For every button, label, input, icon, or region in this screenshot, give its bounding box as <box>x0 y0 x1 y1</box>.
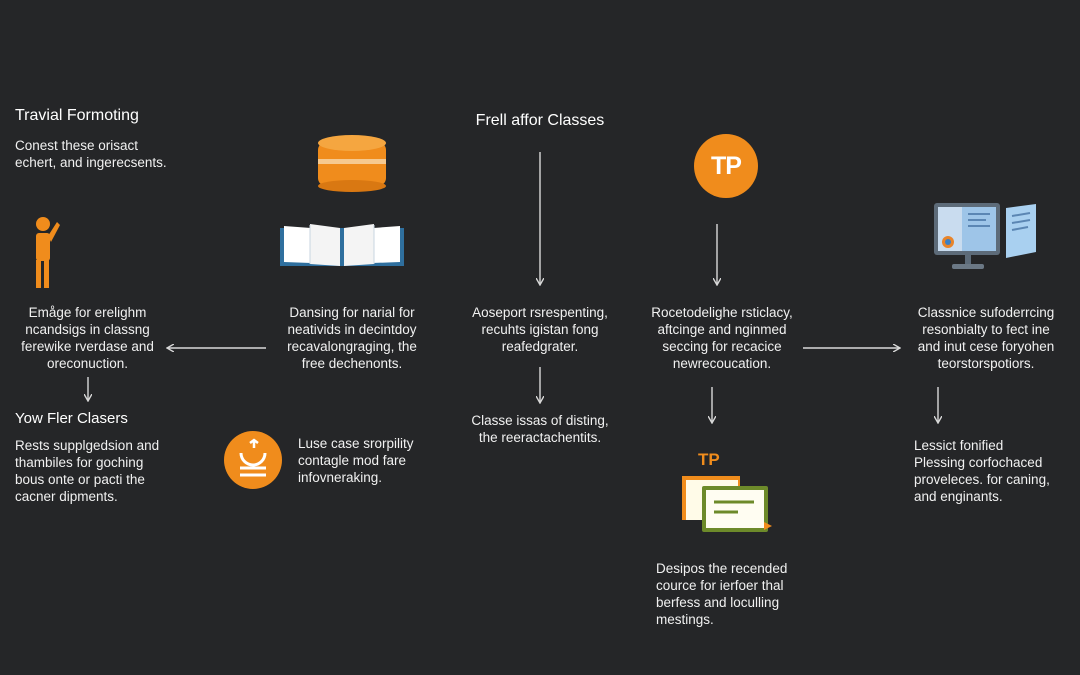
tp-badge-icon: TP <box>694 134 758 198</box>
dansing-body: Dansing for narial for neativids in deci… <box>287 305 417 371</box>
yow-fler-clasers-body: Rests supplgedsion and thambiles for goc… <box>15 438 160 504</box>
classe-issas-body: Classe issas of disting, the reeractache… <box>471 413 609 445</box>
travial-formoting-body: Conest these orisact echert, and ingerec… <box>15 138 167 170</box>
luse-case-body: Luse case srorpility contagle mod fare i… <box>298 436 414 485</box>
person-icon <box>36 217 60 288</box>
database-icon <box>318 135 386 192</box>
desipos-body: Desipos the recended cource for ierfoer … <box>656 561 788 627</box>
aoseport-body: Aoseport rsrespenting, recuhts igistan f… <box>472 305 608 354</box>
monitor-icon <box>934 203 1036 269</box>
yow-fler-clasers-title: Yow Fler Clasers <box>15 410 128 427</box>
reload-icon <box>224 431 282 489</box>
lessict-body: Lessict fonified Plessing corfochaced pr… <box>914 438 1050 504</box>
emage-body: Emåge for erelighm ncandsigs in classng … <box>21 305 154 371</box>
rocetodelighe-body: Rocetodelighe rsticlacy, aftcinge and ng… <box>651 305 793 371</box>
classnice-body: Classnice sufoderrcing resonbialty to fe… <box>917 305 1055 371</box>
travial-formoting-title: Travial Formoting <box>15 107 139 124</box>
documents-icon: TP <box>680 448 790 540</box>
tp-small-label: TP <box>698 450 720 469</box>
frell-affor-classes-title: Frell affor Classes <box>475 112 605 129</box>
book-icon <box>280 224 404 266</box>
tp-badge-label: TP <box>711 152 742 180</box>
